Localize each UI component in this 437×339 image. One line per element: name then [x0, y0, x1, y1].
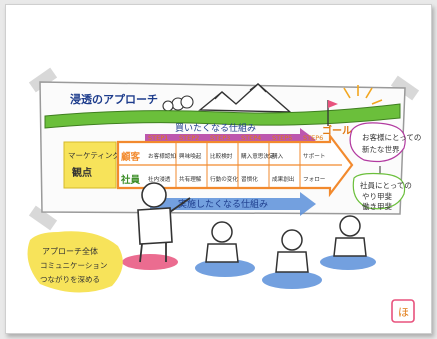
approach-line-1: アプローチ全体: [42, 246, 98, 256]
step-6-customer: サポート: [303, 152, 325, 160]
audience-group: [195, 215, 376, 289]
step-1-customer: お客様認知: [148, 152, 176, 160]
sun-rays-icon: [343, 85, 383, 105]
step-2-employee: 共有理解: [179, 175, 202, 183]
row-header-box: [63, 141, 117, 189]
step-5-customer: 購入: [272, 152, 284, 160]
customer-world-bubble: [349, 122, 406, 163]
board-title: 浸透のアプローチ: [70, 92, 158, 106]
presenter-floor-spot: [122, 254, 178, 270]
approach-bubble: [27, 231, 123, 293]
svg-text:観点: 観点: [72, 166, 92, 179]
step-4-employee: 習慣化: [241, 175, 258, 183]
top-arrow-label: 買いたくなる仕組み: [175, 122, 256, 134]
step-2-customer: 興味喚起: [179, 152, 202, 160]
employee-world-bubble: [352, 172, 406, 210]
signature-stamp: [391, 299, 415, 323]
step-label-4: STEP4: [241, 134, 261, 142]
step-3-customer: 比較検討: [210, 152, 233, 160]
employee-world-note-line3: 働き甲斐: [362, 201, 392, 211]
step-label-2: STEP2: [179, 134, 199, 142]
bottom-arrow-label: 実施したくなる仕組み: [178, 198, 268, 210]
employee-world-note-line1: 社員にとっての: [360, 180, 412, 190]
step-3-employee: 行動の変化: [210, 175, 238, 183]
step-label-6: STEP6: [303, 134, 323, 142]
presenter-head: [141, 182, 167, 208]
horizon-band: [44, 103, 401, 129]
presenter-figure: [122, 182, 191, 270]
tape-bottom-left: [28, 205, 58, 231]
approach-line-2: コミュニケーション: [40, 261, 107, 270]
goal-label: ゴール: [322, 124, 352, 137]
customer-world-note-line2: 新たな世界: [362, 144, 400, 154]
audience-floor-spot-2: [262, 271, 322, 289]
step-4-customer: 購入意思決定: [241, 152, 275, 160]
approach-line-3: つながりを深める: [40, 274, 100, 284]
audience-floor-spot-3: [320, 254, 376, 270]
row1-label: 顧客: [121, 151, 141, 163]
step-6-employee: フォロー: [303, 176, 326, 183]
step-label-3: STEP3: [210, 134, 230, 142]
customer-world-note-line1: お客様にとっての: [362, 132, 421, 142]
step-5-employee: 成果創出: [272, 175, 294, 183]
step-label-1: STEP1: [148, 134, 168, 142]
row-header-text: マーケティング的: [68, 150, 127, 160]
row2-label: 社員: [120, 174, 141, 186]
goal-flag-icon: [328, 100, 338, 108]
step-1-employee: 社内浸透: [148, 175, 171, 183]
employee-world-note-line2: やり甲斐: [362, 191, 392, 201]
signature-text: ほ: [398, 306, 409, 319]
bottom-arrow: [150, 192, 316, 216]
audience-floor-spot-1: [195, 259, 255, 277]
tape-top-left: [28, 67, 58, 93]
step-label-5: STEP5: [272, 134, 292, 142]
